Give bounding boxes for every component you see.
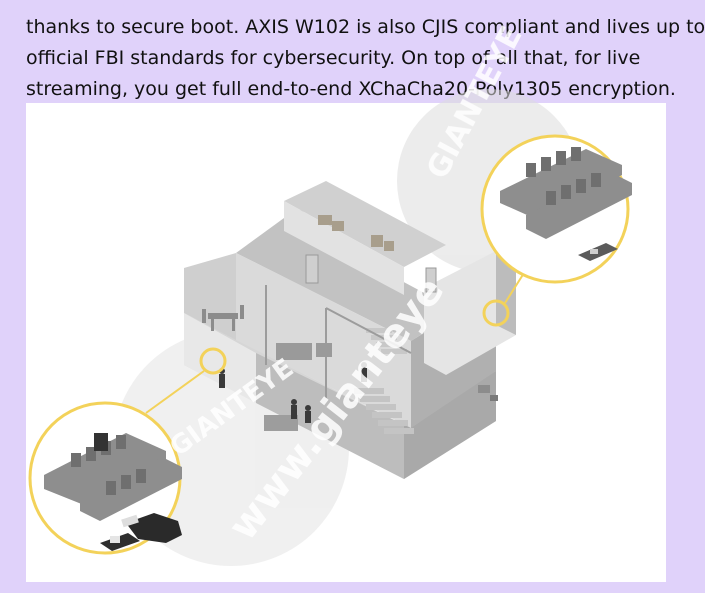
body-camera-system-illustration: GIANTEYE www.gianteye GIANTEYE: [26, 21, 666, 582]
article-line-3: streaming, you get full end-to-end XChaC…: [26, 78, 676, 100]
docking-station-zoom-top: [480, 134, 632, 284]
article-line-cut: ​: [26, 0, 676, 12]
building-cutaway: [184, 181, 516, 479]
article-text: ​ thanks to secure boot. AXIS W102 is al…: [26, 0, 705, 105]
article-line-2: official FBI standards for cybersecurity…: [26, 47, 641, 69]
camera-location-markers: [199, 299, 510, 375]
article-line-1: thanks to secure boot. AXIS W102 is also…: [26, 16, 705, 38]
docking-station-zoom-bottom: [28, 401, 182, 555]
